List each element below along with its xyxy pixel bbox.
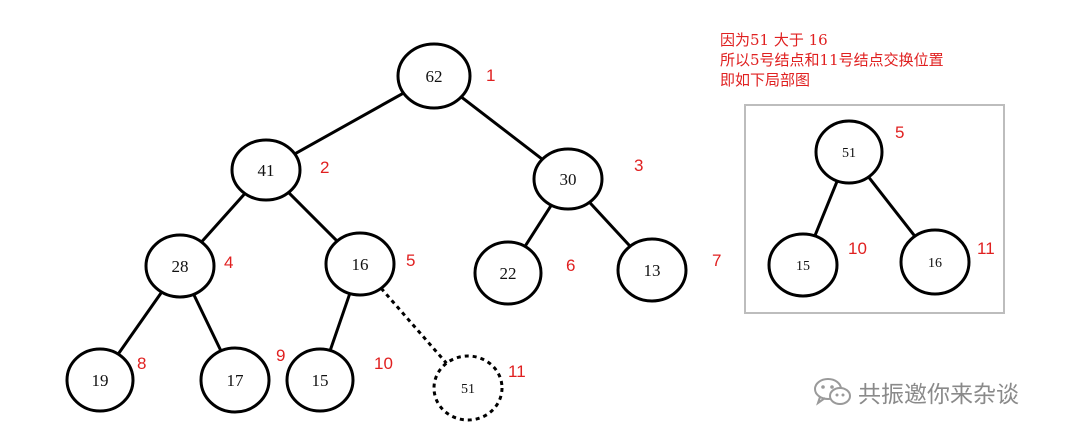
tree-node-circle	[199, 346, 271, 414]
partial-node-index-label: 5	[895, 123, 904, 142]
tree-node-1: 62 1	[396, 42, 495, 110]
note-line-2: 所以5号结点和11号结点交换位置	[720, 51, 944, 69]
partial-node-circle	[814, 119, 884, 185]
tree-node-circle	[616, 237, 688, 303]
tree-node-circle	[473, 240, 543, 306]
tree-edge-3-6	[523, 204, 553, 248]
tree-node-9: 17 9	[199, 346, 285, 414]
partial-node-value: 16	[928, 256, 942, 271]
partial-node-index-label: 11	[977, 239, 995, 258]
tree-edge-3-7	[588, 201, 632, 248]
tree-node-index-label: 10	[374, 354, 393, 373]
tree-node-index-label: 9	[276, 346, 285, 365]
partial-node-circle	[899, 228, 971, 296]
partial-node-value: 51	[842, 146, 856, 161]
tree-node-value: 17	[227, 371, 245, 390]
tree-node-circle	[324, 231, 396, 297]
tree-edge-2-5	[287, 191, 339, 243]
tree-node-circle	[144, 233, 216, 299]
tree-node-value: 22	[500, 264, 517, 283]
partial-edge-5-10	[813, 180, 839, 237]
tree-node-circle	[285, 347, 355, 413]
tree-node-index-label: 8	[137, 354, 146, 373]
tree-node-value: 30	[560, 170, 577, 189]
partial-node-value: 15	[796, 259, 810, 274]
tree-node-value: 15	[312, 371, 329, 390]
tree-node-8: 19 8	[65, 347, 146, 413]
tree-node-11: 51 11	[432, 354, 526, 422]
tree-node-circle	[65, 347, 135, 413]
tree-node-5: 16 5	[324, 231, 415, 297]
partial-edges	[813, 176, 917, 238]
tree-node-2: 41 2	[230, 138, 329, 202]
tree-edge-1-3	[460, 95, 544, 161]
tree-node-value: 41	[258, 161, 275, 180]
partial-view-box	[744, 104, 1005, 314]
tree-node-value: 62	[426, 67, 443, 86]
tree-node-circle	[230, 138, 302, 202]
tree-node-index-label: 11	[508, 362, 526, 381]
watermark-text: 共振邀你来杂谈	[858, 382, 1019, 408]
note-line-3: 即如下局部图	[720, 71, 811, 89]
tree-node-index-label: 1	[486, 66, 495, 85]
tree-node-3: 30 3	[532, 147, 643, 211]
partial-edge-5-11	[867, 176, 917, 238]
tree-node-circle	[432, 354, 504, 422]
tree-edge-4-9	[192, 293, 223, 352]
tree-edge-2-4	[200, 192, 247, 243]
wechat-icon	[814, 378, 851, 406]
tree-edge-5-10	[328, 293, 352, 351]
tree-node-7: 13 7	[616, 237, 721, 303]
tree-node-index-label: 5	[406, 251, 415, 270]
tree-node-value: 13	[644, 261, 661, 280]
tree-node-4: 28 4	[144, 233, 233, 299]
tree-node-index-label: 4	[224, 253, 233, 272]
partial-node-index-label: 10	[848, 239, 867, 258]
tree-node-6: 22 6	[473, 240, 575, 306]
tree-edge-5-11	[380, 287, 448, 365]
tree-edge-1-2	[293, 91, 405, 156]
partial-node-5: 51 5	[814, 119, 904, 185]
tree-node-circle	[532, 147, 604, 211]
note-line-1: 因为51 大于 16	[720, 31, 828, 49]
tree-node-index-label: 7	[712, 251, 721, 270]
tree-node-index-label: 3	[634, 156, 643, 175]
tree-node-value: 28	[172, 257, 189, 276]
tree-edge-4-8	[116, 291, 163, 355]
tree-node-value: 19	[92, 371, 109, 390]
tree-edges	[116, 91, 632, 365]
tree-node-index-label: 2	[320, 158, 329, 177]
partial-node-circle	[767, 232, 839, 298]
tree-node-value: 51	[461, 382, 475, 397]
tree-node-index-label: 6	[566, 256, 575, 275]
watermark: 共振邀你来杂谈	[812, 372, 1019, 412]
tree-node-circle	[396, 42, 472, 110]
tree-node-value: 16	[352, 255, 369, 274]
swap-explanation: 因为51 大于 16 所以5号结点和11号结点交换位置 即如下局部图	[720, 30, 944, 90]
